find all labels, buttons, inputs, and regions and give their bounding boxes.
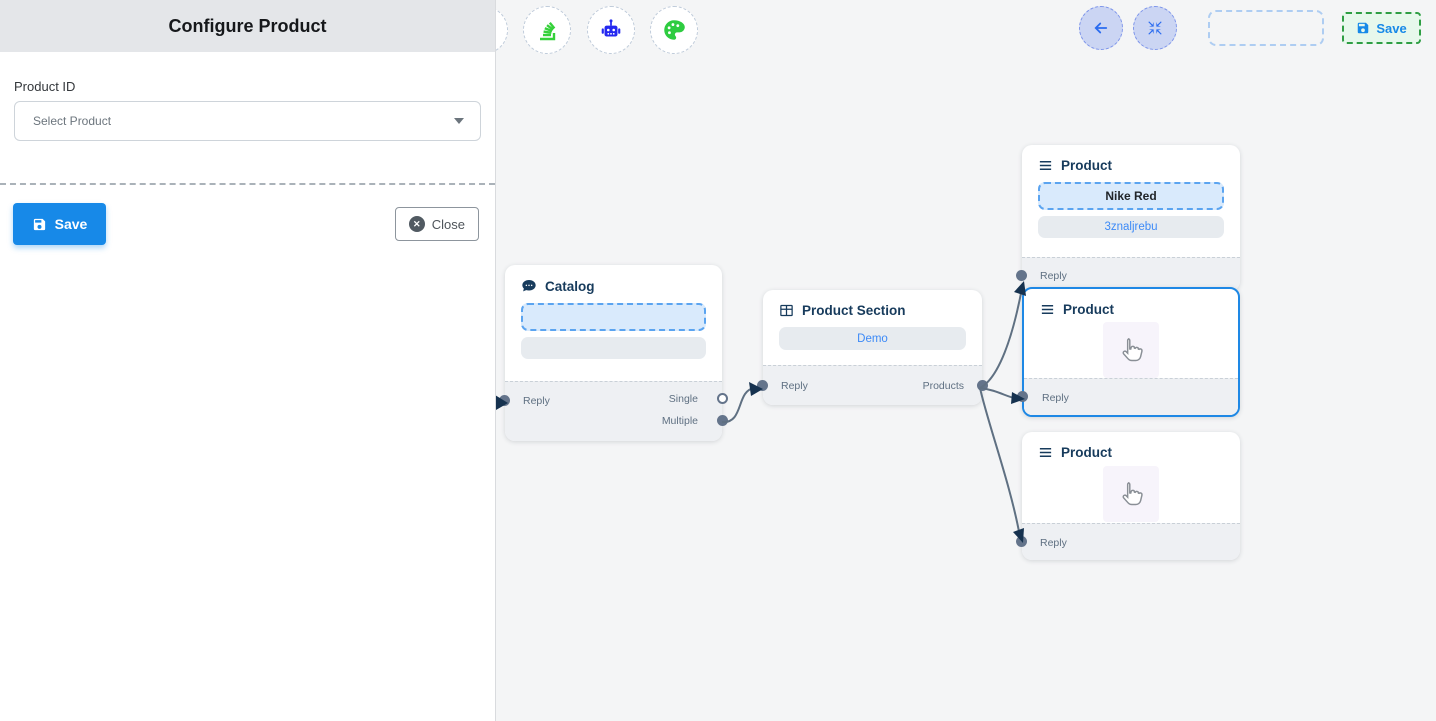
canvas-save-button[interactable]: Save — [1342, 12, 1421, 44]
catalog-empty-field[interactable] — [521, 337, 706, 359]
product-section-node[interactable]: Product Section Demo Reply Products — [757, 290, 988, 405]
menu-icon — [1038, 445, 1053, 460]
product-select-placeholder: Select Product — [33, 114, 112, 128]
port-reply-target[interactable] — [757, 380, 768, 391]
port-reply-target[interactable] — [1016, 270, 1027, 281]
node-title: Product — [1061, 445, 1113, 460]
port-products-label: Products — [922, 380, 964, 392]
fit-view-button[interactable] — [1133, 6, 1177, 50]
panel-title: Configure Product — [0, 0, 495, 52]
catalog-node[interactable]: Catalog Reply Single Multiple — [499, 265, 728, 441]
edge-products-to-product1 — [979, 287, 1023, 389]
hand-cursor-icon — [1103, 465, 1159, 522]
panel-divider — [0, 183, 495, 185]
chevron-down-icon — [454, 118, 464, 124]
port-reply-target[interactable] — [1017, 391, 1028, 402]
node-title: Product Section — [802, 303, 906, 318]
close-button-label: Close — [431, 216, 465, 232]
toolbar-partial-button[interactable] — [496, 6, 508, 54]
node-title: Catalog — [545, 278, 595, 294]
toolbar-bot-button[interactable] — [587, 6, 635, 54]
port-reply-label: Reply — [1042, 392, 1069, 404]
toolbar-stack-button[interactable] — [523, 6, 571, 54]
hand-cursor-icon — [1103, 321, 1159, 378]
port-reply-label: Reply — [1040, 537, 1067, 549]
save-icon — [32, 217, 47, 232]
menu-icon — [1038, 158, 1053, 173]
save-button[interactable]: Save — [13, 203, 106, 245]
port-reply-label: Reply — [781, 380, 808, 392]
port-single-source[interactable] — [717, 393, 728, 404]
empty-drop-slot[interactable] — [1208, 10, 1324, 46]
port-reply-target[interactable] — [499, 395, 510, 406]
node-title: Product — [1063, 302, 1115, 317]
comment-icon — [521, 278, 537, 294]
table-icon — [779, 303, 794, 318]
menu-icon — [1040, 302, 1055, 317]
edge-products-to-product3 — [979, 387, 1021, 538]
node-title: Product — [1061, 158, 1113, 173]
product-name-field[interactable]: Nike Red — [1038, 182, 1224, 210]
close-icon: ✕ — [408, 216, 425, 232]
port-products-source[interactable] — [977, 380, 988, 391]
compress-icon — [1147, 20, 1163, 36]
port-multiple-source[interactable] — [717, 415, 728, 426]
arrow-left-icon — [1092, 19, 1110, 37]
section-item[interactable]: Demo — [779, 327, 966, 350]
product-id-label: Product ID — [14, 79, 76, 94]
product-id-field[interactable]: 3znaljrebu — [1038, 216, 1224, 238]
catalog-selected-field[interactable] — [521, 303, 706, 331]
port-single-label: Single — [668, 393, 698, 405]
flow-canvas[interactable]: Save Catalog Rep — [496, 0, 1436, 721]
canvas-save-label: Save — [1376, 20, 1407, 36]
back-button[interactable] — [1079, 6, 1123, 50]
close-button[interactable]: ✕ Close — [394, 207, 479, 241]
toolbar-palette-button[interactable] — [650, 6, 698, 54]
port-reply-label: Reply — [1040, 270, 1067, 282]
port-reply-label: Reply — [523, 395, 550, 407]
palette-icon — [661, 17, 687, 43]
save-icon — [1356, 21, 1370, 35]
product-select[interactable]: Select Product — [14, 101, 481, 141]
save-button-label: Save — [54, 216, 88, 232]
stack-icon — [535, 18, 559, 42]
product-node-1[interactable]: Product Nike Red 3znaljrebu Reply — [1016, 145, 1240, 291]
port-reply-target[interactable] — [1016, 536, 1027, 547]
product-node-3[interactable]: Product Reply — [1016, 432, 1240, 560]
robot-icon — [598, 17, 624, 43]
configure-product-panel: Configure Product Product ID Select Prod… — [0, 0, 496, 721]
port-multiple-label: Multiple — [661, 415, 698, 427]
product-node-2[interactable]: Product Reply — [1017, 287, 1240, 417]
